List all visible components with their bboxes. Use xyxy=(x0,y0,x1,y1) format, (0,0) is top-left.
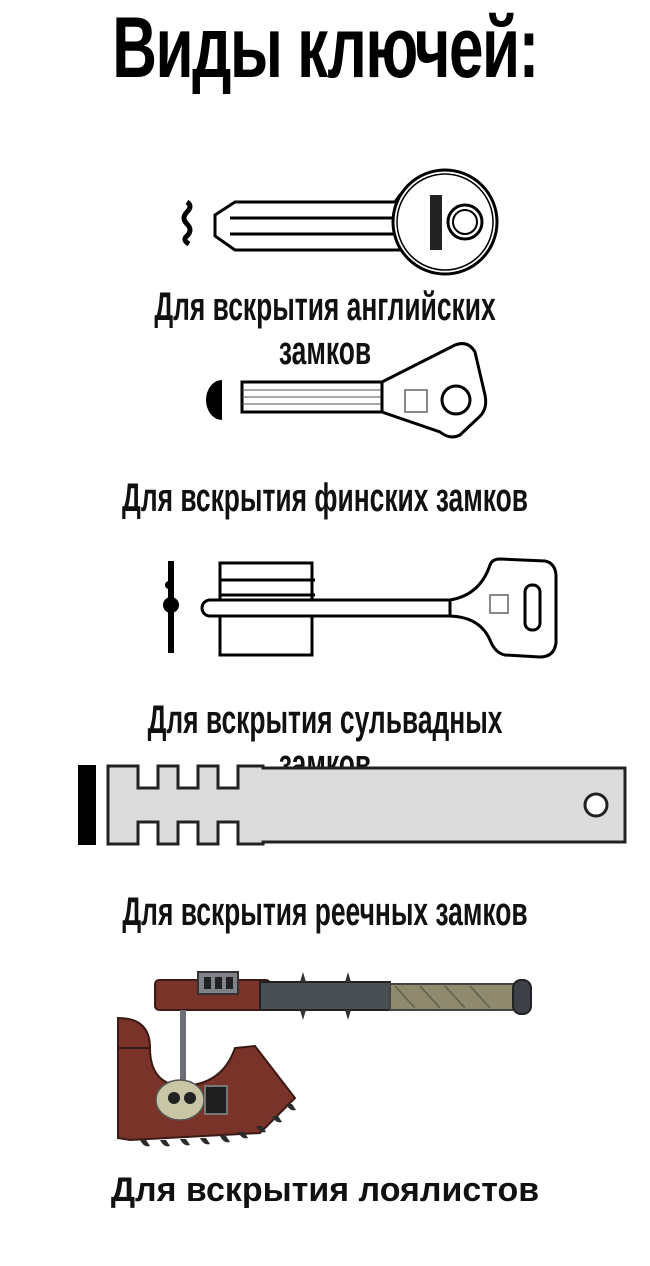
caption-finnish: Для вскрытия финских замков xyxy=(122,476,528,520)
rack-key-icon xyxy=(78,760,638,850)
chainaxe-icon xyxy=(110,968,550,1153)
caption-english: Для вскрытия английских замков xyxy=(154,285,496,373)
finnish-key-icon xyxy=(200,340,500,440)
page-title: Виды ключей: xyxy=(112,0,539,96)
suvald-key-icon xyxy=(160,555,560,665)
caption-rack: Для вскрытия реечных замков xyxy=(122,890,528,934)
english-key-icon xyxy=(175,160,505,280)
caption-loyalists: Для вскрытия лоялистов xyxy=(110,1171,540,1209)
